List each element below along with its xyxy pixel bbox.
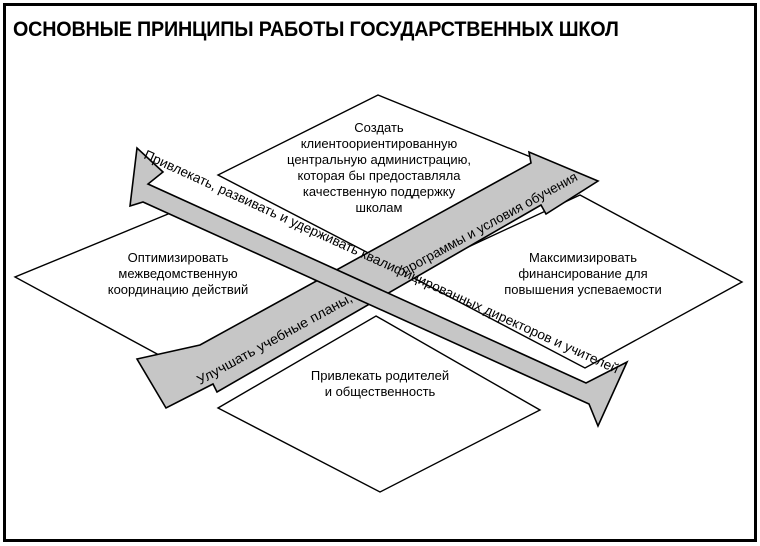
- arrow-ascending: [135, 150, 600, 410]
- diagram-title: ОСНОВНЫЕ ПРИНЦИПЫ РАБОТЫ ГОСУДАРСТВЕННЫХ…: [13, 18, 619, 41]
- diamond-top-line: клиентоориентированную: [301, 136, 458, 151]
- diamond-top-line: Создать: [354, 120, 404, 135]
- diamond-bottom-line: и общественность: [325, 384, 436, 399]
- diamond-right-text: Максимизировать финансирование для повыш…: [504, 250, 662, 297]
- diamond-right-line: финансирование для: [518, 266, 647, 281]
- diamond-left-line: Оптимизировать: [128, 250, 229, 265]
- diamond-top-line: школам: [356, 200, 403, 215]
- diamond-right-line: повышения успеваемости: [504, 282, 662, 297]
- diamond-left-line: координацию действий: [108, 282, 249, 297]
- arrow-descending: [129, 146, 629, 429]
- diamond-left-line: межведомственную: [118, 266, 237, 281]
- diamond-top-text: Создать клиентоориентированную центральн…: [287, 120, 471, 215]
- diamond-top-line: качественную поддержку: [303, 184, 456, 199]
- diamond-top-line: которая бы предоставляла: [298, 168, 462, 183]
- diamond-left-text: Оптимизировать межведомственную координа…: [108, 250, 249, 297]
- diamond-bottom-line: Привлекать родителей: [311, 368, 449, 383]
- diamond-right-line: Максимизировать: [529, 250, 637, 265]
- diamond-bottom: [216, 315, 542, 493]
- diamond-bottom-text: Привлекать родителей и общественность: [311, 368, 449, 399]
- diamond-top-line: центральную администрацию,: [287, 152, 471, 167]
